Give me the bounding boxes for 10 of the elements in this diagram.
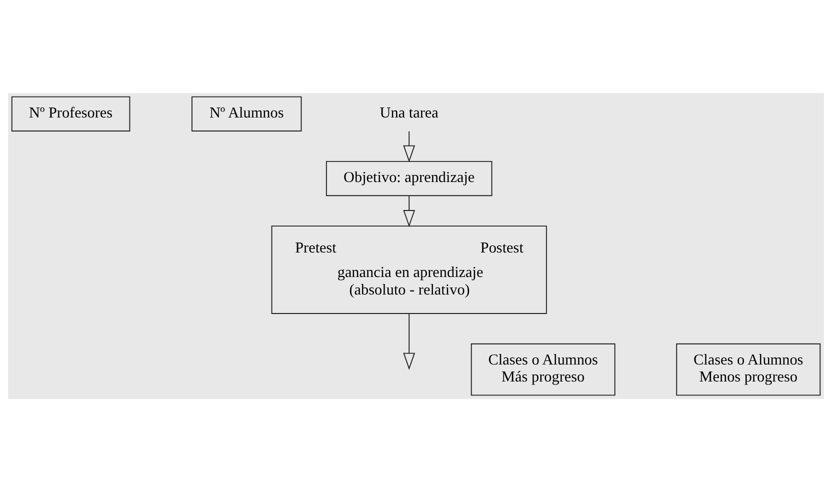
node-box: Clases o Alumnos Menos progreso (676, 342, 821, 396)
node-box: Nº Alumnos (192, 96, 302, 131)
node-box: Pretest Postest ganancia en aprendizaje (absoluto - relativo) (271, 225, 547, 314)
node-box: Clases o Alumnos Más progreso (470, 342, 616, 396)
node-text: Una tarea (380, 104, 438, 122)
arrow (403, 130, 416, 162)
arrow (403, 194, 416, 227)
node-box: Nº Profesores (11, 96, 130, 131)
node-box: Objetivo: aprendizaje (326, 160, 492, 196)
arrow (403, 312, 416, 370)
